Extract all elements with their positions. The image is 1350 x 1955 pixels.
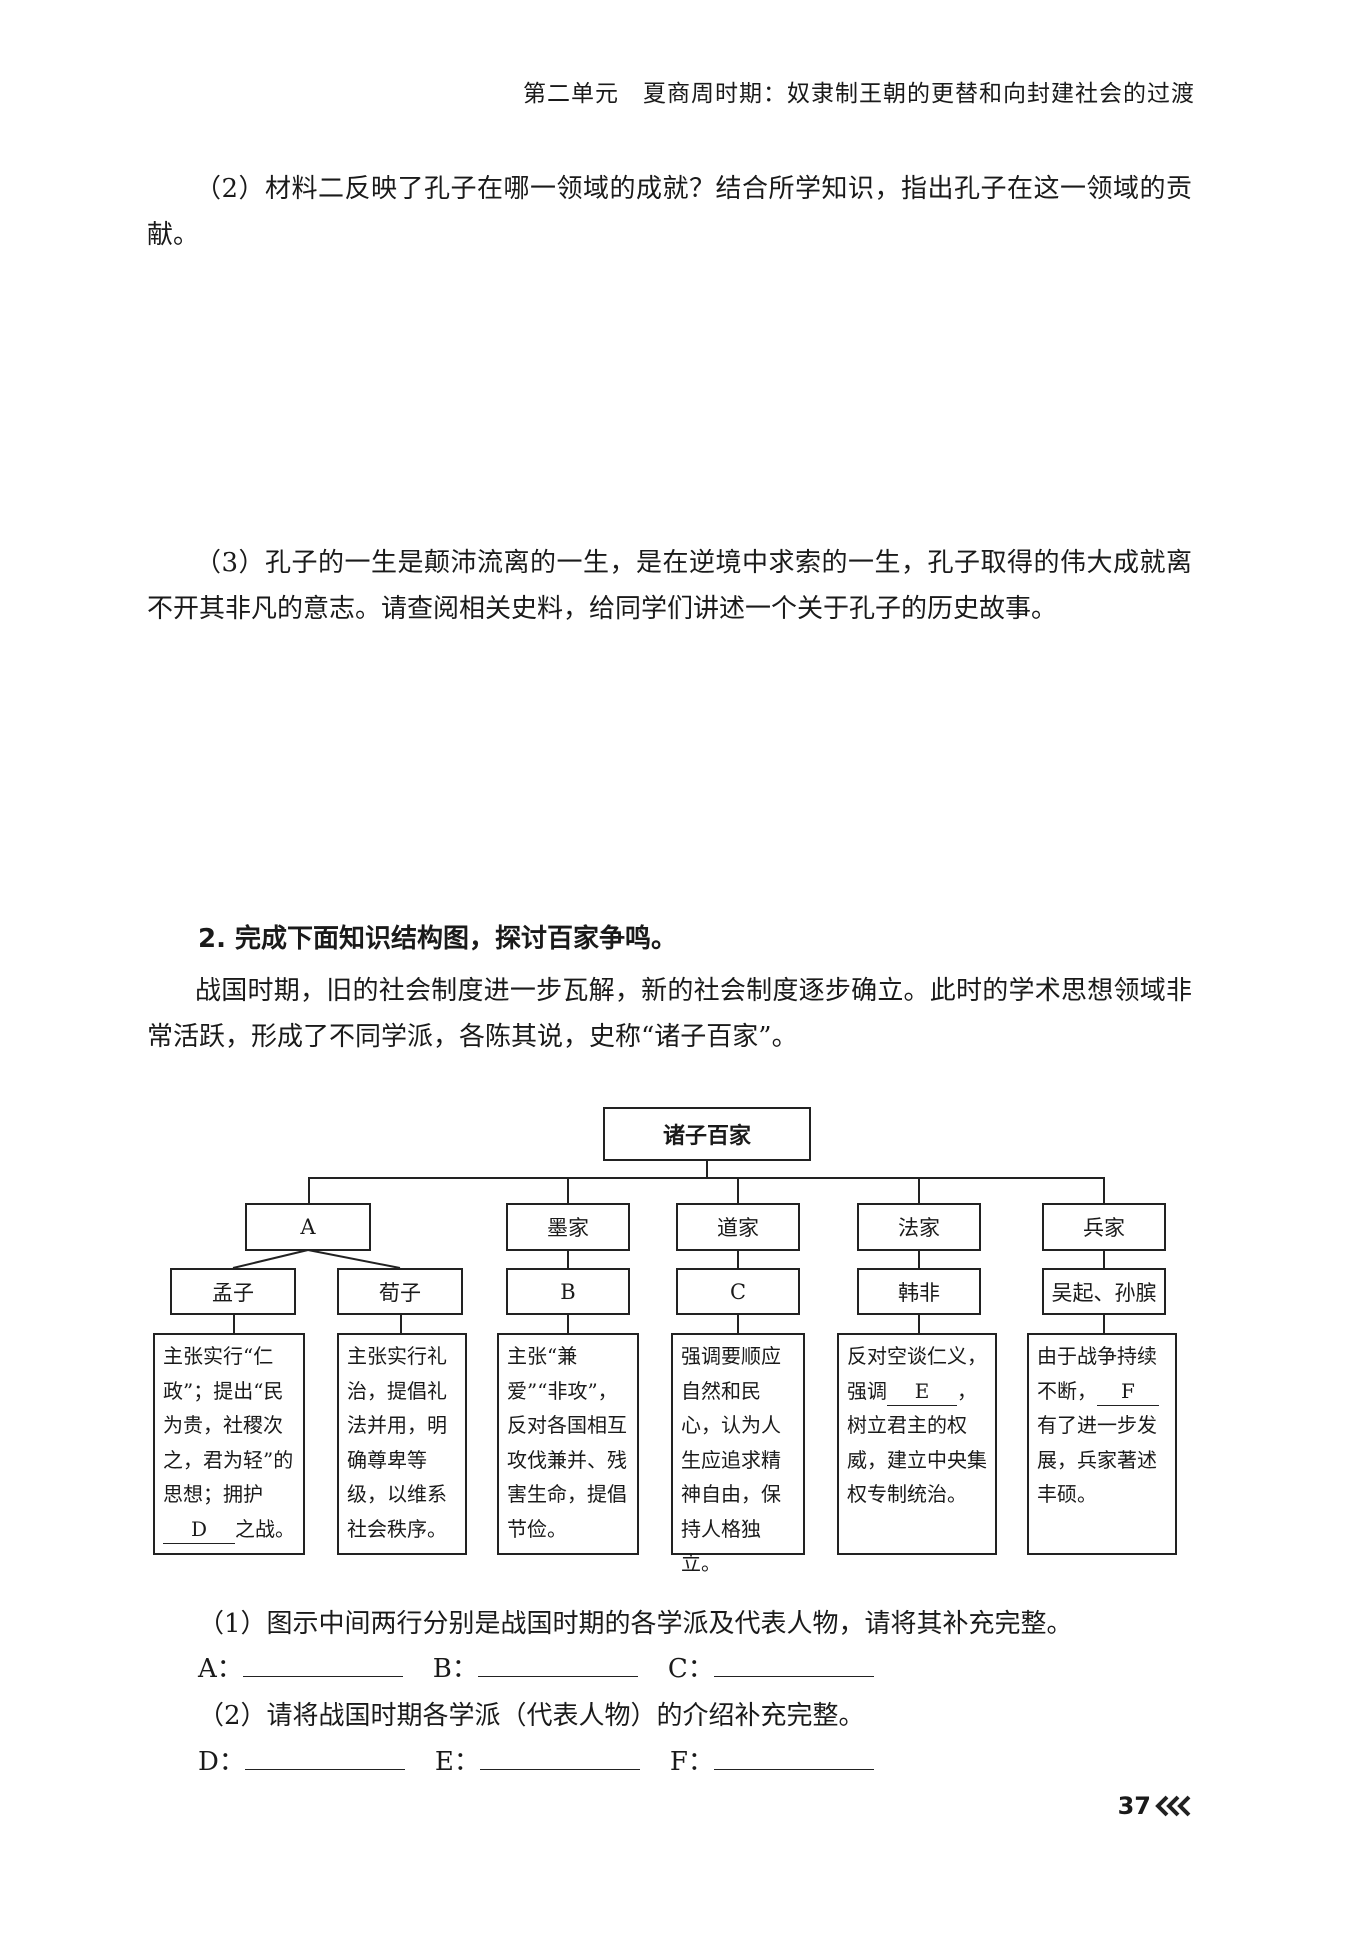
answer-label-b: B： — [432, 1654, 478, 1684]
school-node-mohist: 墨家 — [506, 1203, 630, 1251]
answer-label-a: A： — [198, 1654, 243, 1684]
connector-line — [567, 1250, 569, 1268]
question-1-2: （2）材料二反映了孔子在哪一领域的成就？结合所学知识，指出孔子在这一领域的贡献。 — [147, 174, 1192, 250]
person-node-c: C — [676, 1268, 800, 1315]
running-header: 第二单元 夏商周时期：奴隶制王朝的更替和向封建社会的过渡 — [523, 81, 1195, 107]
person-node-xunzi: 荀子 — [337, 1268, 463, 1315]
desc-box-daoist: 强调要顺应自然和民心，认为人生应追求精神自由，保持人格独立。 — [671, 1333, 805, 1575]
connector-line — [1103, 1313, 1105, 1333]
desc-box-mohist: 主张“兼爱”“非攻”，反对各国相互攻伐兼并、残害生命，提倡节俭。 — [497, 1333, 639, 1555]
answer-field-a[interactable] — [242, 1650, 403, 1677]
answer-field-e[interactable] — [479, 1743, 640, 1770]
school-node-daoist: 道家 — [676, 1203, 800, 1251]
person-node-wuqi-sunbin: 吴起、孙膑 — [1042, 1268, 1166, 1315]
school-node-military: 兵家 — [1042, 1203, 1166, 1251]
connector-line — [918, 1313, 920, 1333]
question-2-1: （1）图示中间两行分别是战国时期的各学派及代表人物，请将其补充完整。 — [198, 1609, 1073, 1639]
blank-d: D — [163, 1515, 235, 1544]
desc-box-military: 由于战争持续不断，F 有了进一步发展，兵家著述丰硕。 — [1027, 1333, 1177, 1555]
desc-box-xunzi: 主张实行礼治，提倡礼法并用，明确尊卑等级，以维系社会秩序。 — [337, 1333, 467, 1555]
connector-line — [918, 1250, 920, 1268]
connector-line — [1103, 1250, 1105, 1268]
school-node-legalist: 法家 — [857, 1203, 981, 1251]
person-node-b: B — [506, 1268, 630, 1315]
section-2-intro: 战国时期，旧的社会制度进一步瓦解，新的社会制度逐步确立。此时的学术思想领域非常活… — [147, 976, 1192, 1052]
connector-line — [1103, 1177, 1105, 1203]
answer-row-def: D： E： F： — [198, 1741, 904, 1778]
desc-text: 主张实行“仁政”；提出“民为贵，社稷次之，君为轻”的思想；拥护 — [163, 1344, 294, 1506]
section-2-title: 2. 完成下面知识结构图，探讨百家争鸣。 — [198, 924, 678, 954]
connector-line — [233, 1313, 235, 1333]
page-number: 37 — [1118, 1792, 1193, 1820]
connector-line — [737, 1177, 739, 1203]
connector-line — [567, 1177, 569, 1203]
desc-text: 反对空谈仁义，强调 — [847, 1344, 987, 1403]
blank-e: E — [887, 1377, 957, 1406]
page-number-text: 37 — [1117, 1792, 1151, 1820]
person-node-hanfei: 韩非 — [857, 1268, 981, 1315]
connector-line — [308, 1177, 1104, 1179]
answer-label-f: F： — [669, 1747, 714, 1777]
answer-label-d: D： — [198, 1747, 245, 1777]
desc-text: 之战。 — [235, 1516, 295, 1541]
connector-line — [400, 1313, 402, 1333]
root-node: 诸子百家 — [603, 1107, 811, 1161]
answer-label-e: E： — [434, 1747, 480, 1777]
person-node-mengzi: 孟子 — [170, 1268, 296, 1315]
desc-text: 由于战争持续不断， — [1037, 1344, 1157, 1403]
connector-line — [737, 1250, 739, 1268]
answer-label-c: C： — [667, 1654, 714, 1684]
connector-line — [737, 1313, 739, 1333]
question-1-3: （3）孔子的一生是颠沛流离的一生，是在逆境中求索的一生，孔子取得的伟大成就离不开… — [147, 548, 1192, 624]
triple-chevron-left-icon — [1155, 1795, 1191, 1817]
answer-field-c[interactable] — [713, 1650, 874, 1677]
desc-text: 有了进一步发展，兵家著述丰硕。 — [1037, 1413, 1157, 1506]
answer-row-abc: A： B： C： — [198, 1648, 904, 1685]
answer-field-d[interactable] — [244, 1743, 405, 1770]
connector-line — [706, 1160, 708, 1178]
school-node-a: A — [245, 1203, 371, 1251]
connector-line — [918, 1177, 920, 1203]
question-2-2: （2）请将战国时期各学派（代表人物）的介绍补充完整。 — [198, 1701, 865, 1731]
answer-field-f[interactable] — [713, 1743, 874, 1770]
blank-f: F — [1097, 1377, 1159, 1406]
desc-text: ，树立君主的权威，建立中央集权专制统治。 — [847, 1378, 987, 1507]
connector-line — [567, 1313, 569, 1333]
connector-line — [308, 1177, 310, 1203]
answer-field-b[interactable] — [477, 1650, 638, 1677]
